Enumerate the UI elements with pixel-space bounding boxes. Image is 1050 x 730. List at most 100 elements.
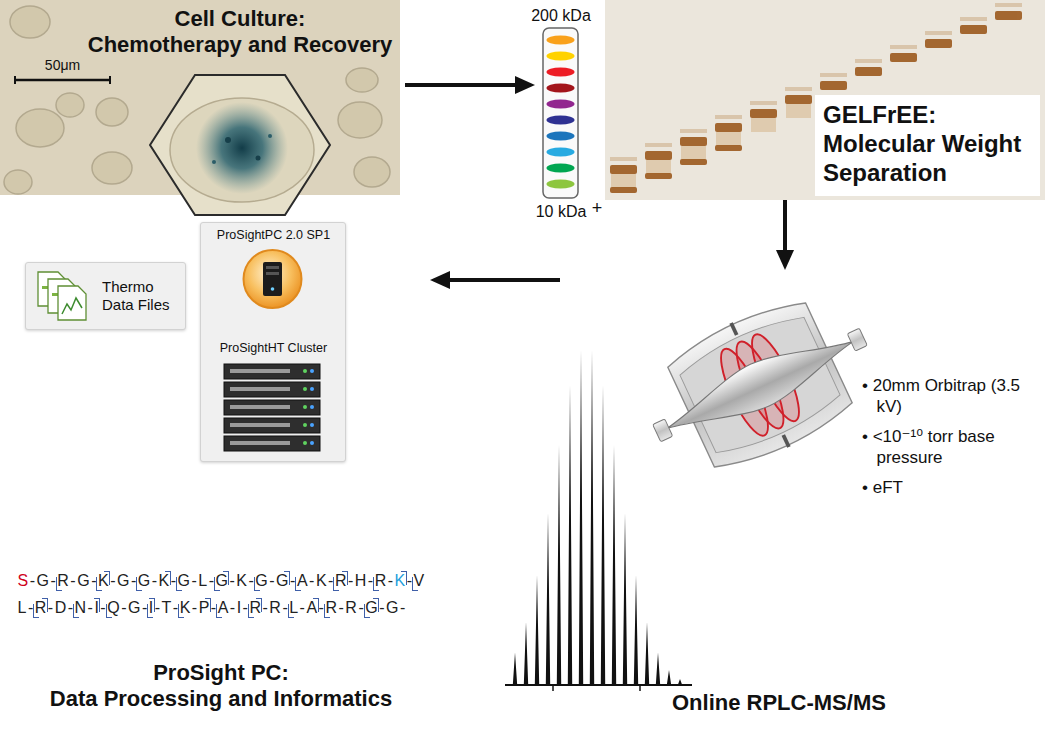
residue: R [333,567,348,594]
band [995,11,1022,20]
band [645,143,672,147]
band [890,45,917,49]
drive-bay [266,272,279,275]
scale-bar [15,79,110,82]
rack-strip [230,441,290,445]
fraction-band [547,100,575,109]
band [925,31,952,35]
electrode-gap [782,434,791,448]
gel-smears [611,104,811,188]
rack-lights [303,369,307,445]
band [890,53,917,62]
residue: I [93,594,100,621]
peptide-bond: - [88,599,93,616]
inset-frame [150,75,330,215]
residue: L [16,594,28,621]
scale-tick [109,76,111,84]
band [750,109,777,118]
icon-disc [244,250,302,308]
residue: K [178,594,192,621]
smear [646,160,671,174]
peptide-bond: - [319,599,324,616]
file-chart [62,298,82,314]
rack-light [310,369,314,373]
peptide-bond: - [290,572,295,589]
gel-panel: GELFrEE:Molecular Weight Separation [535,0,1045,200]
scale-label: 50μm [15,57,110,74]
central-electrode [657,321,862,449]
band [680,137,707,146]
rack-strip [230,369,290,373]
isotope-peaks [513,350,682,685]
peptide-bond: - [68,599,73,616]
residue: L [288,594,300,621]
rack-unit [224,400,320,415]
rack-unit [224,436,320,451]
residue: G [214,567,229,594]
gel-ground [605,0,1045,200]
band [820,81,847,90]
rack-light [303,369,307,373]
residue: A [295,567,309,594]
peptide-bond: - [211,599,216,616]
cell [4,170,32,194]
residue: I [235,594,242,621]
residue: K [157,567,171,594]
residue: K [314,567,328,594]
smear [716,132,741,146]
band [715,145,742,151]
cell [92,152,132,184]
peptide-bond: - [229,572,234,589]
residue: G [176,567,191,594]
rack-light [310,387,314,391]
stain-dot [225,137,231,143]
peptide-bond: - [282,599,287,616]
fraction-band [547,36,575,45]
cluster-icon [224,364,320,451]
peptide-bond: - [269,572,274,589]
spec-bullet: • eFT [862,477,1042,498]
flow-arrow [440,278,560,282]
residue: K [393,567,407,594]
peptide-bond: - [407,572,412,589]
band [960,25,987,34]
rack-strip [230,387,290,391]
axis-tick [639,685,641,691]
peptide-bond: - [173,599,178,616]
spectrum-axis [505,684,692,686]
residue: G [35,567,50,594]
hexagon-inset [150,75,330,215]
inset-ground [150,75,330,215]
peptide-bond: - [155,599,160,616]
band [820,73,847,77]
band [680,129,707,133]
smear [786,104,811,118]
rack-strip [230,405,290,409]
peptide-bond: - [142,599,147,616]
peptide-bond: - [358,599,363,616]
instrument-panel: • 20mm Orbitrap (3.5 kV)• <10⁻¹⁰ torr ba… [560,270,1048,728]
peptide-bond: - [328,572,333,589]
pc-tower [263,262,282,296]
peptide-bond: - [48,599,53,616]
band [785,87,812,91]
peptide-bond: - [192,599,197,616]
peptide-bond: - [50,572,55,589]
residue: R [33,594,48,621]
scale-tick [14,76,16,84]
rack-light [310,441,314,445]
step-title: GELFrEE: [815,95,1040,130]
peptide-bond: - [152,572,157,589]
residue: R [248,594,263,621]
peptide-bond: - [300,599,305,616]
power-light [271,287,275,291]
peptide-bond: - [388,572,393,589]
residue: P [197,594,211,621]
cell [10,6,50,38]
residue: G [275,567,290,594]
step-subtitle: Molecular Weight Separation [815,130,1040,196]
peptide-bond: - [121,599,126,616]
rack-strips [230,369,290,445]
workstation-icon [244,250,302,308]
residue: G [385,594,400,621]
